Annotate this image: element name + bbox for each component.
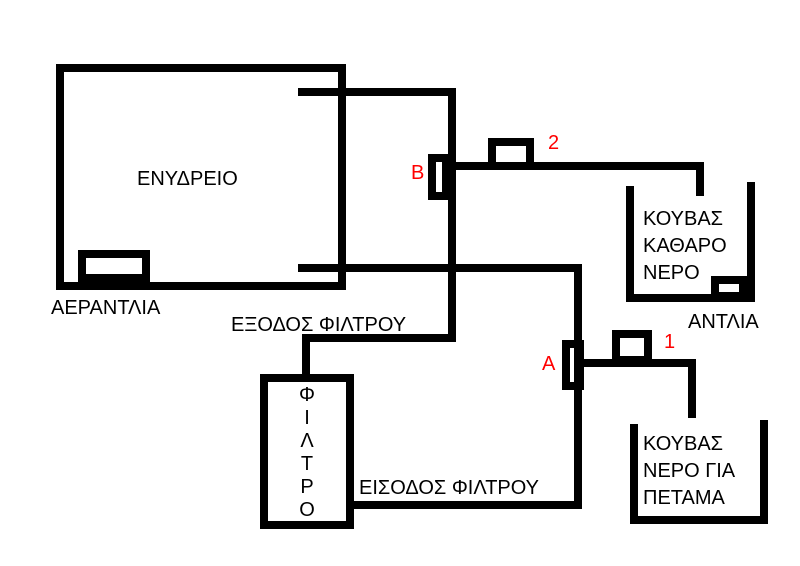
waste-water-branch-pipe [576,359,696,418]
clean-bucket-line: ΝΕΡΟ [643,262,700,284]
waste-bucket-line: ΝΕΡΟ ΓΙΑ [643,460,736,482]
clean-bucket-line: ΚΑΘΑΡΟ [643,235,727,257]
valve-b-label: Β [411,162,425,184]
filter-letter: Ι [304,407,310,429]
tap-1-label: 1 [664,331,676,353]
tap-2-label: 2 [548,132,560,154]
upper-pipe [298,88,456,380]
aquarium-tank [56,64,346,290]
filter-letter: Ρ [300,476,314,498]
clean-bucket-label: ΚΟΥΒΑΣ ΚΑΘΑΡΟ ΝΕΡΟ [643,206,727,287]
filter-outlet-label: ΕΞΟΔΟΣ ΦΙΛΤΡΟΥ [231,314,407,336]
filter-letter: Ο [299,499,315,521]
waste-bucket-line: ΠΕΤΑΜΑ [643,487,725,509]
lower-pipe [298,264,582,509]
air-pump-label: ΑΕΡΑΝΤΛΙΑ [51,297,161,319]
clean-bucket-line: ΚΟΥΒΑΣ [643,208,724,230]
pump-label: ΑΝΤΛΙΑ [688,311,759,333]
filter-inlet-label: ΕΙΣΟΔΟΣ ΦΙΛΤΡΟΥ [359,477,540,499]
filter-vertical-label: Φ Ι Λ Τ Ρ Ο [297,384,317,522]
pump-box [711,276,747,300]
valve-b [428,154,450,200]
clean-water-branch-pipe [448,162,704,196]
aquarium-label: ΕΝΥΔΡΕΙΟ [137,168,238,190]
waste-water-bucket [630,420,768,524]
clean-water-bucket [626,182,755,302]
filter-letter: Λ [300,430,314,452]
tap-2 [488,138,534,170]
filter-canister [260,374,354,529]
valve-a-label: Α [542,353,556,375]
waste-bucket-line: ΚΟΥΒΑΣ [643,433,724,455]
filter-letter: Τ [300,453,314,475]
waste-bucket-label: ΚΟΥΒΑΣ ΝΕΡΟ ΓΙΑ ΠΕΤΑΜΑ [643,431,735,512]
tap-1 [612,330,652,364]
filter-letter: Φ [299,384,315,406]
air-pump-box [78,250,150,282]
